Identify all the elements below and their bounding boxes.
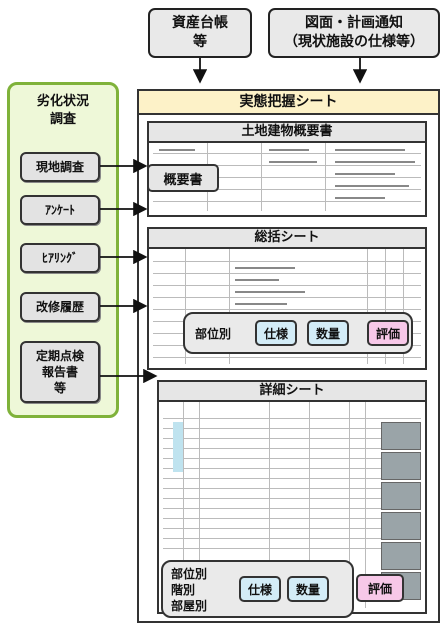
periodic-inspection-line1: 定期点検 (35, 349, 84, 363)
periodic-inspection-line2: 報告書 (41, 365, 78, 379)
questionnaire-button: ｱﾝｹｰﾄ (20, 195, 100, 225)
quantity-chip-2: 数量 (287, 576, 329, 602)
periodic-inspection-line3: 等 (53, 381, 66, 395)
summary-callout: 概要書 (147, 164, 219, 192)
asset-ledger-line1: 資産台帳 (172, 15, 228, 31)
sheet-land-building-summary: 土地建物概要書 (147, 121, 427, 217)
drawings-line1: 図面・計画通知 (305, 15, 403, 31)
spec-chip-2: 仕様 (239, 576, 281, 602)
quantity-chip: 数量 (307, 320, 349, 346)
spec-chip: 仕様 (255, 320, 297, 346)
questionnaire-label: ｱﾝｹｰﾄ (44, 203, 75, 217)
detail-callout: 部位別 階別 部屋別 仕様 数量 (161, 560, 354, 618)
by-part-label: 部位別 (195, 327, 232, 341)
drawings-box: 図面・計画通知 （現状施設の仕様等） (268, 8, 440, 58)
left-panel-title-line1: 劣化状況 (36, 94, 89, 109)
evaluation-chip: 評価 (367, 320, 409, 346)
site-survey-label: 現地調査 (35, 160, 84, 174)
asset-ledger-line2: 等 (193, 34, 207, 50)
by-part-label-2: 部位別 (171, 567, 208, 581)
sheet3-title: 詳細シート (159, 382, 425, 402)
renovation-history-label: 改修履歴 (35, 300, 84, 314)
periodic-inspection-button: 定期点検 報告書 等 (20, 341, 100, 403)
left-panel-title: 劣化状況 調査 (10, 93, 116, 129)
asset-ledger-box: 資産台帳 等 (148, 8, 252, 58)
overview-callout: 部位別 仕様 数量 評価 (183, 312, 413, 354)
hearing-label: ﾋｱﾘﾝｸﾞ (41, 251, 78, 265)
sheet2-title: 総括シート (149, 229, 425, 249)
by-room-label: 部屋別 (171, 599, 208, 613)
main-banner: 実態把握シート (139, 91, 438, 115)
evaluation-chip-2: 評価 (356, 574, 404, 602)
renovation-history-button: 改修履歴 (20, 292, 100, 322)
drawings-line2: （現状施設の仕様等） (284, 34, 424, 50)
sheet1-title: 土地建物概要書 (149, 123, 425, 143)
by-floor-label: 階別 (171, 583, 196, 597)
hearing-button: ﾋｱﾘﾝｸﾞ (20, 243, 100, 273)
site-survey-button: 現地調査 (20, 152, 100, 182)
left-panel-title-line2: 調査 (49, 112, 76, 127)
